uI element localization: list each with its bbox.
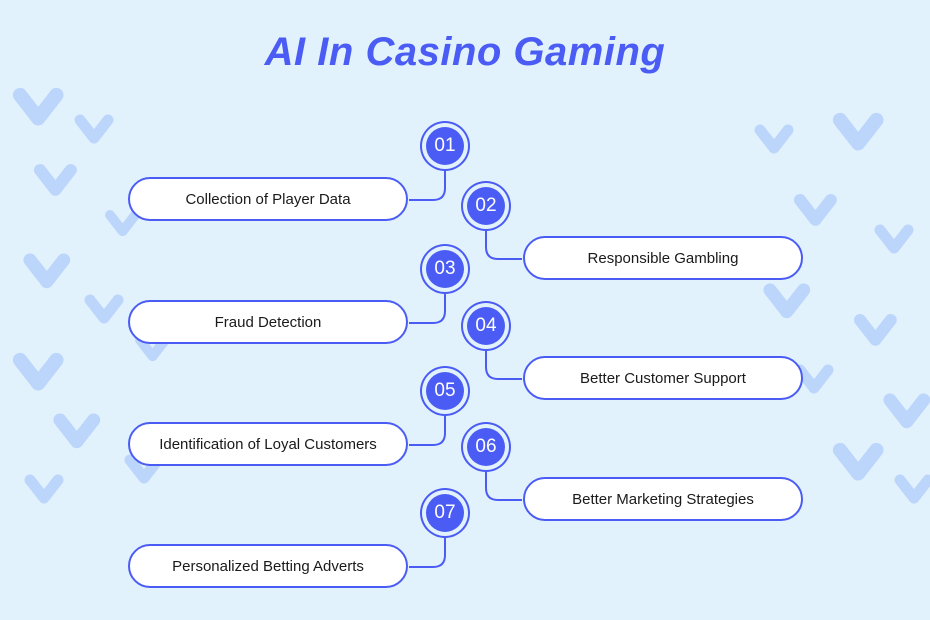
- step-number-badge: 06: [467, 428, 505, 466]
- step-label: Better Customer Support: [523, 356, 803, 400]
- chevron-decoration: [794, 364, 834, 394]
- chevron-decoration: [12, 87, 64, 126]
- connector-line: [485, 351, 522, 380]
- chevron-decoration: [84, 294, 124, 324]
- chevron-decoration: [894, 474, 930, 504]
- step-label: Better Marketing Strategies: [523, 477, 803, 521]
- chevron-decoration: [74, 114, 114, 144]
- page-title: AI In Casino Gaming: [264, 30, 666, 74]
- chevron-decoration: [124, 454, 164, 484]
- chevron-decoration: [12, 352, 64, 391]
- chevron-decoration: [832, 442, 884, 481]
- chevron-decoration: [874, 224, 914, 254]
- chevron-decoration: [135, 335, 171, 362]
- connector-line: [409, 171, 446, 201]
- chevron-decoration: [832, 112, 884, 151]
- connector-line: [409, 416, 446, 446]
- step-label: Responsible Gambling: [523, 236, 803, 280]
- chevron-decoration: [883, 393, 930, 429]
- connector-line: [485, 472, 522, 501]
- step-number-badge: 05: [426, 372, 464, 410]
- chevron-decoration: [53, 413, 101, 449]
- chevron-decoration: [853, 313, 897, 346]
- chevron-decoration: [24, 474, 64, 504]
- connector-line: [409, 538, 446, 568]
- step-number-badge: 07: [426, 494, 464, 532]
- chevron-decoration: [793, 193, 837, 226]
- connector-line: [485, 231, 522, 260]
- step-number-badge: 01: [426, 127, 464, 165]
- chevron-decoration: [23, 253, 71, 289]
- step-label: Fraud Detection: [128, 300, 408, 344]
- chevron-decoration: [33, 163, 77, 196]
- step-label: Collection of Player Data: [128, 177, 408, 221]
- step-number-badge: 04: [467, 307, 505, 345]
- step-number-badge: 03: [426, 250, 464, 288]
- connector-line: [409, 294, 446, 324]
- chevron-decoration: [105, 210, 141, 237]
- step-label: Personalized Betting Adverts: [128, 544, 408, 588]
- step-label: Identification of Loyal Customers: [128, 422, 408, 466]
- chevron-decoration: [754, 124, 794, 154]
- step-number-badge: 02: [467, 187, 505, 225]
- chevron-decoration: [763, 283, 811, 319]
